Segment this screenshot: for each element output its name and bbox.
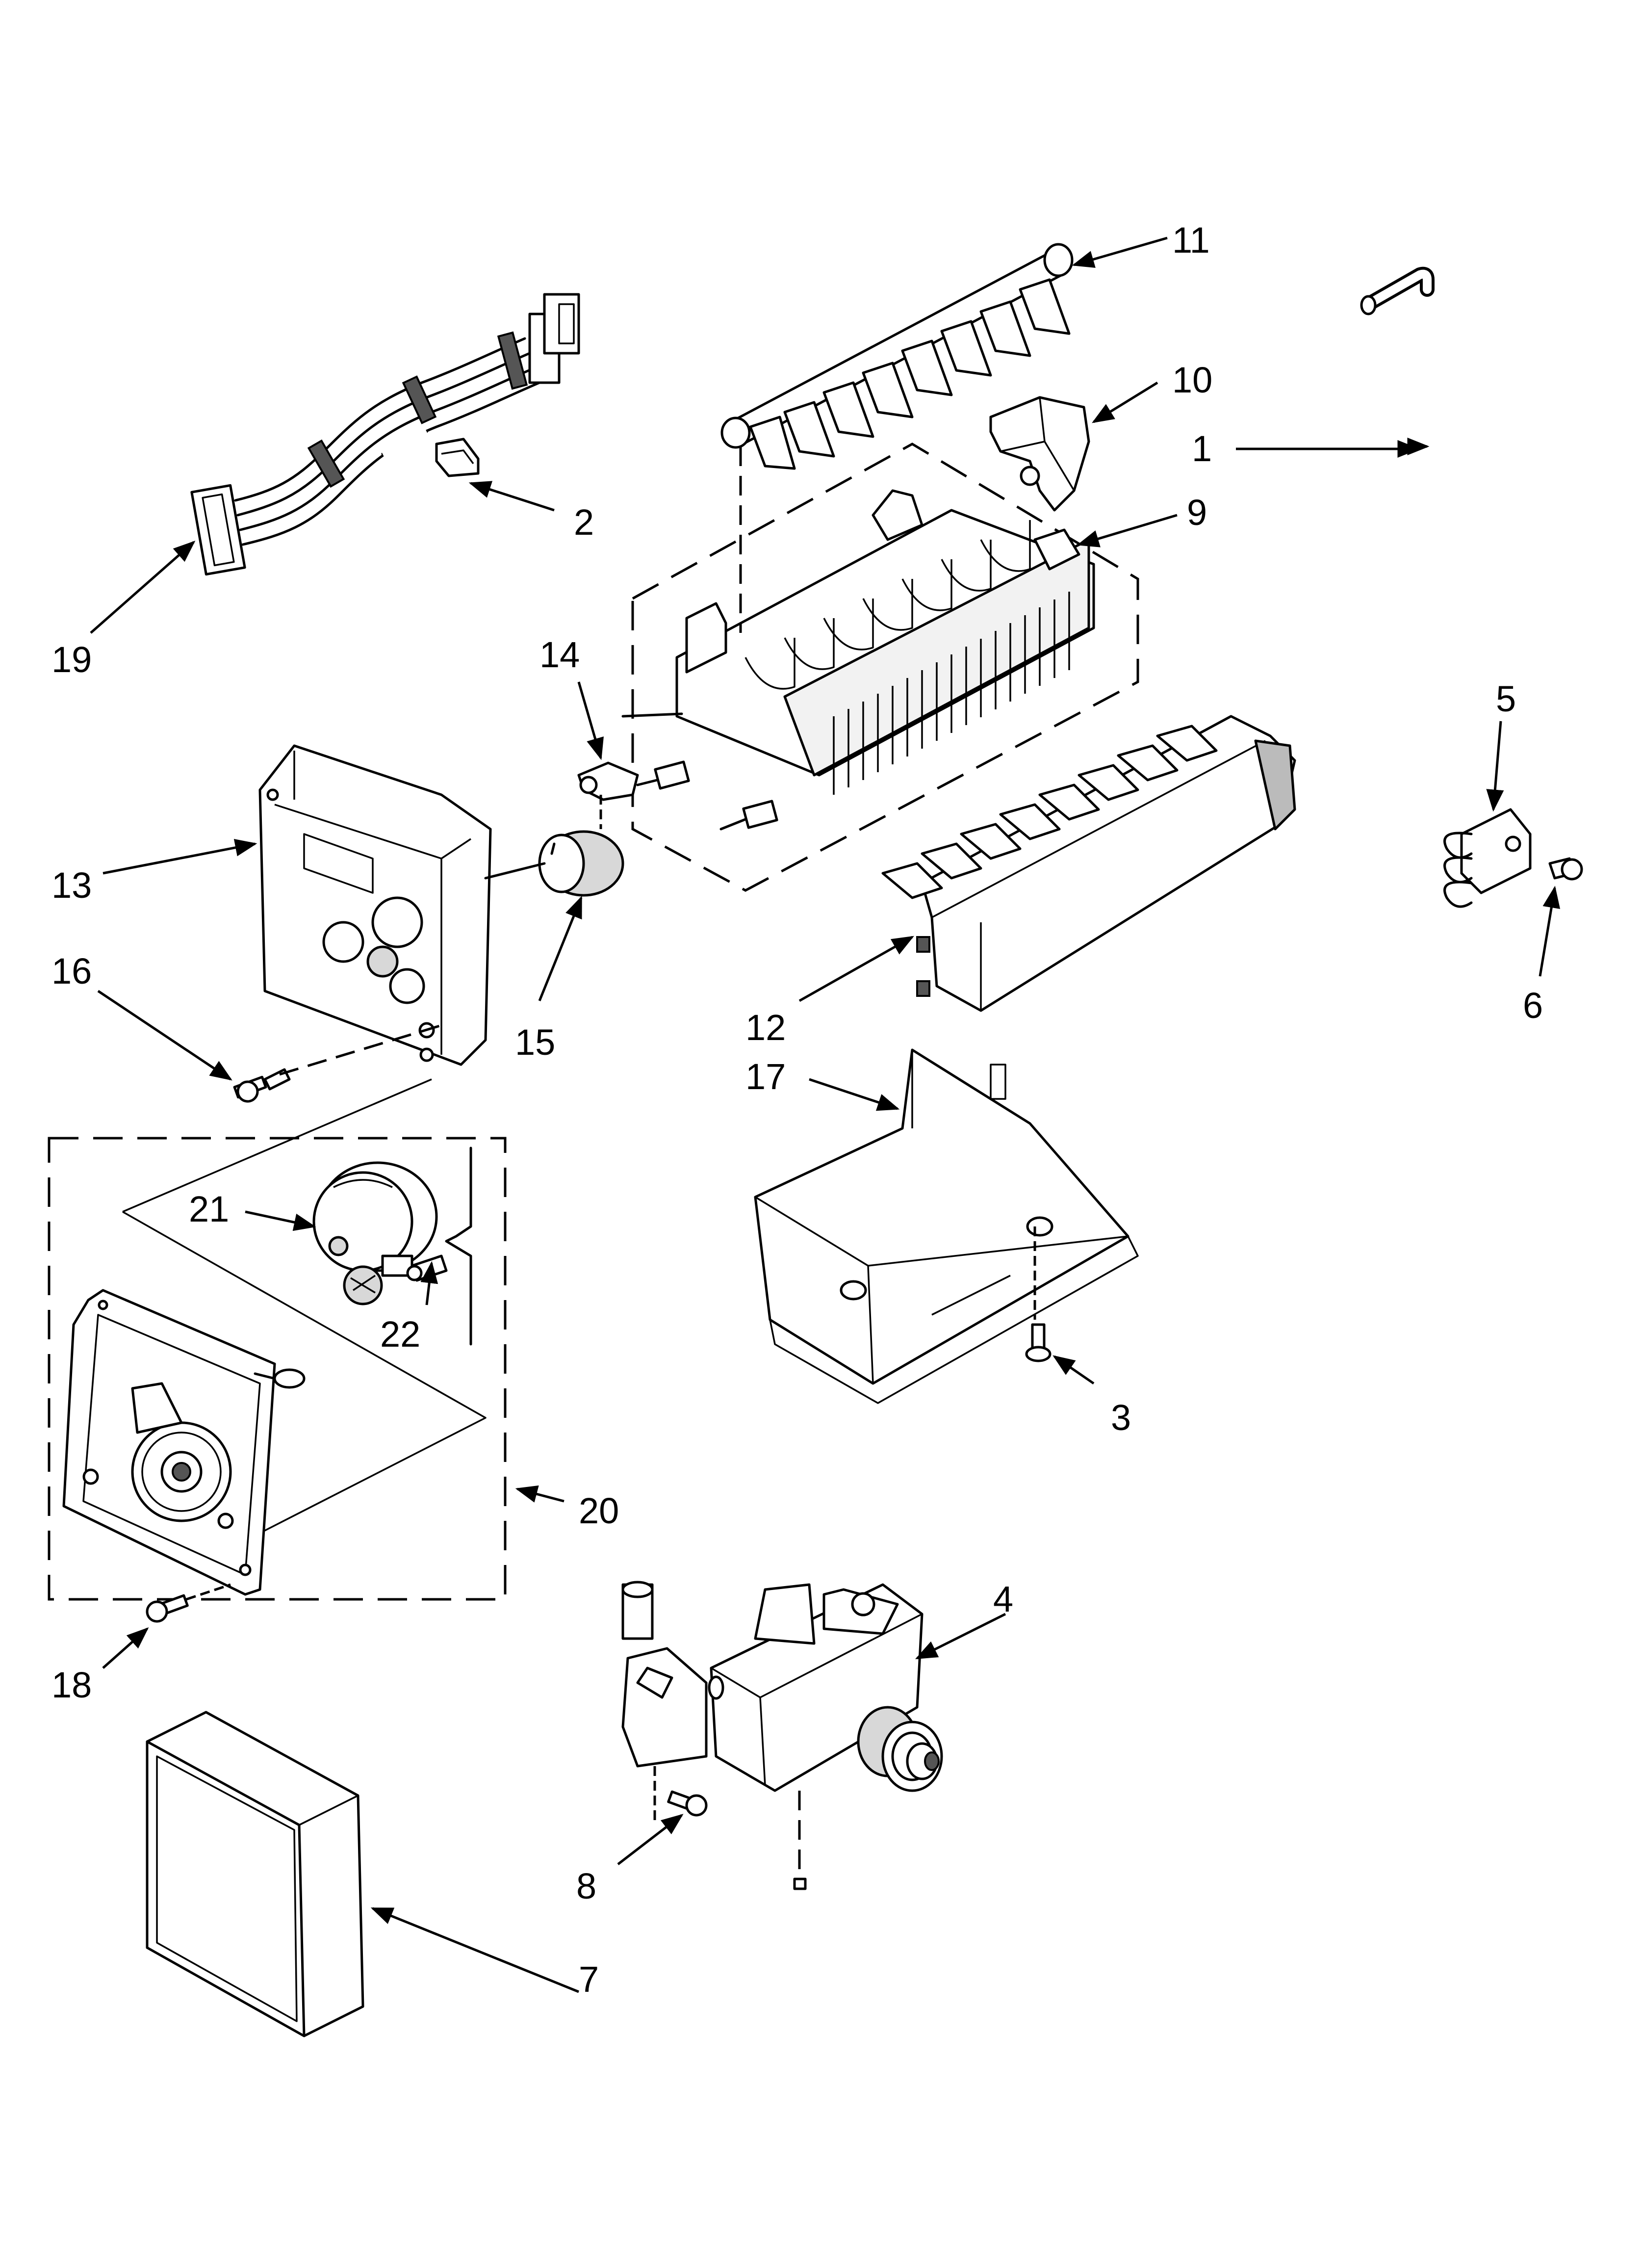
callout-13: 13 — [51, 865, 92, 906]
callout-14: 14 — [539, 634, 580, 675]
part-thermostat-clip — [577, 761, 639, 801]
part-water-fill-tube — [793, 266, 1435, 2072]
part-plate-screw — [146, 1583, 231, 1623]
leader-lines — [90, 236, 1561, 1993]
callout-19: 19 — [51, 639, 92, 680]
callout-8: 8 — [576, 1866, 596, 1906]
callout-20: 20 — [579, 1490, 619, 1531]
part-wire-harness — [190, 293, 580, 576]
callout-16: 16 — [51, 951, 92, 991]
callout-17: 17 — [745, 1056, 786, 1097]
callout-12: 12 — [745, 1007, 786, 1048]
part-tube-clamp — [1443, 808, 1532, 908]
callout-9: 9 — [1187, 492, 1207, 533]
callout-3: 3 — [1111, 1397, 1131, 1438]
part-bracket — [989, 396, 1090, 512]
part-valve-screw — [667, 1790, 708, 1817]
callout-6: 6 — [1523, 985, 1543, 1026]
callout-11: 11 — [1172, 220, 1210, 261]
callout-10: 10 — [1172, 360, 1212, 400]
part-ejector-shaft — [720, 243, 1074, 470]
part-cover-screw — [1025, 1323, 1052, 1362]
callout-21: 21 — [189, 1189, 229, 1229]
part-cover — [754, 1048, 1139, 1404]
part-clip — [435, 438, 480, 477]
part-stripper — [881, 715, 1296, 1012]
callout-7: 7 — [579, 1959, 599, 2000]
part-water-valve — [621, 1581, 943, 1879]
part-thermostat — [484, 795, 624, 897]
callout-1: 1 — [1192, 428, 1212, 469]
callout-numbers: 1 2 3 4 5 6 7 8 9 10 11 12 13 14 15 16 1… — [51, 220, 1543, 2000]
callout-22: 22 — [380, 1314, 420, 1355]
part-housing-screw — [233, 1024, 442, 1103]
callout-4: 4 — [993, 1579, 1013, 1619]
part-frame — [146, 1711, 364, 2037]
callout-15: 15 — [515, 1022, 555, 1063]
callout-2: 2 — [574, 502, 594, 543]
part-ice-mold — [621, 443, 1139, 892]
callout-18: 18 — [51, 1665, 92, 1705]
callout-5: 5 — [1496, 678, 1516, 719]
part-clamp-screw — [1548, 857, 1583, 881]
part-housing — [258, 744, 492, 1066]
part-module-assembly — [48, 1078, 507, 1601]
